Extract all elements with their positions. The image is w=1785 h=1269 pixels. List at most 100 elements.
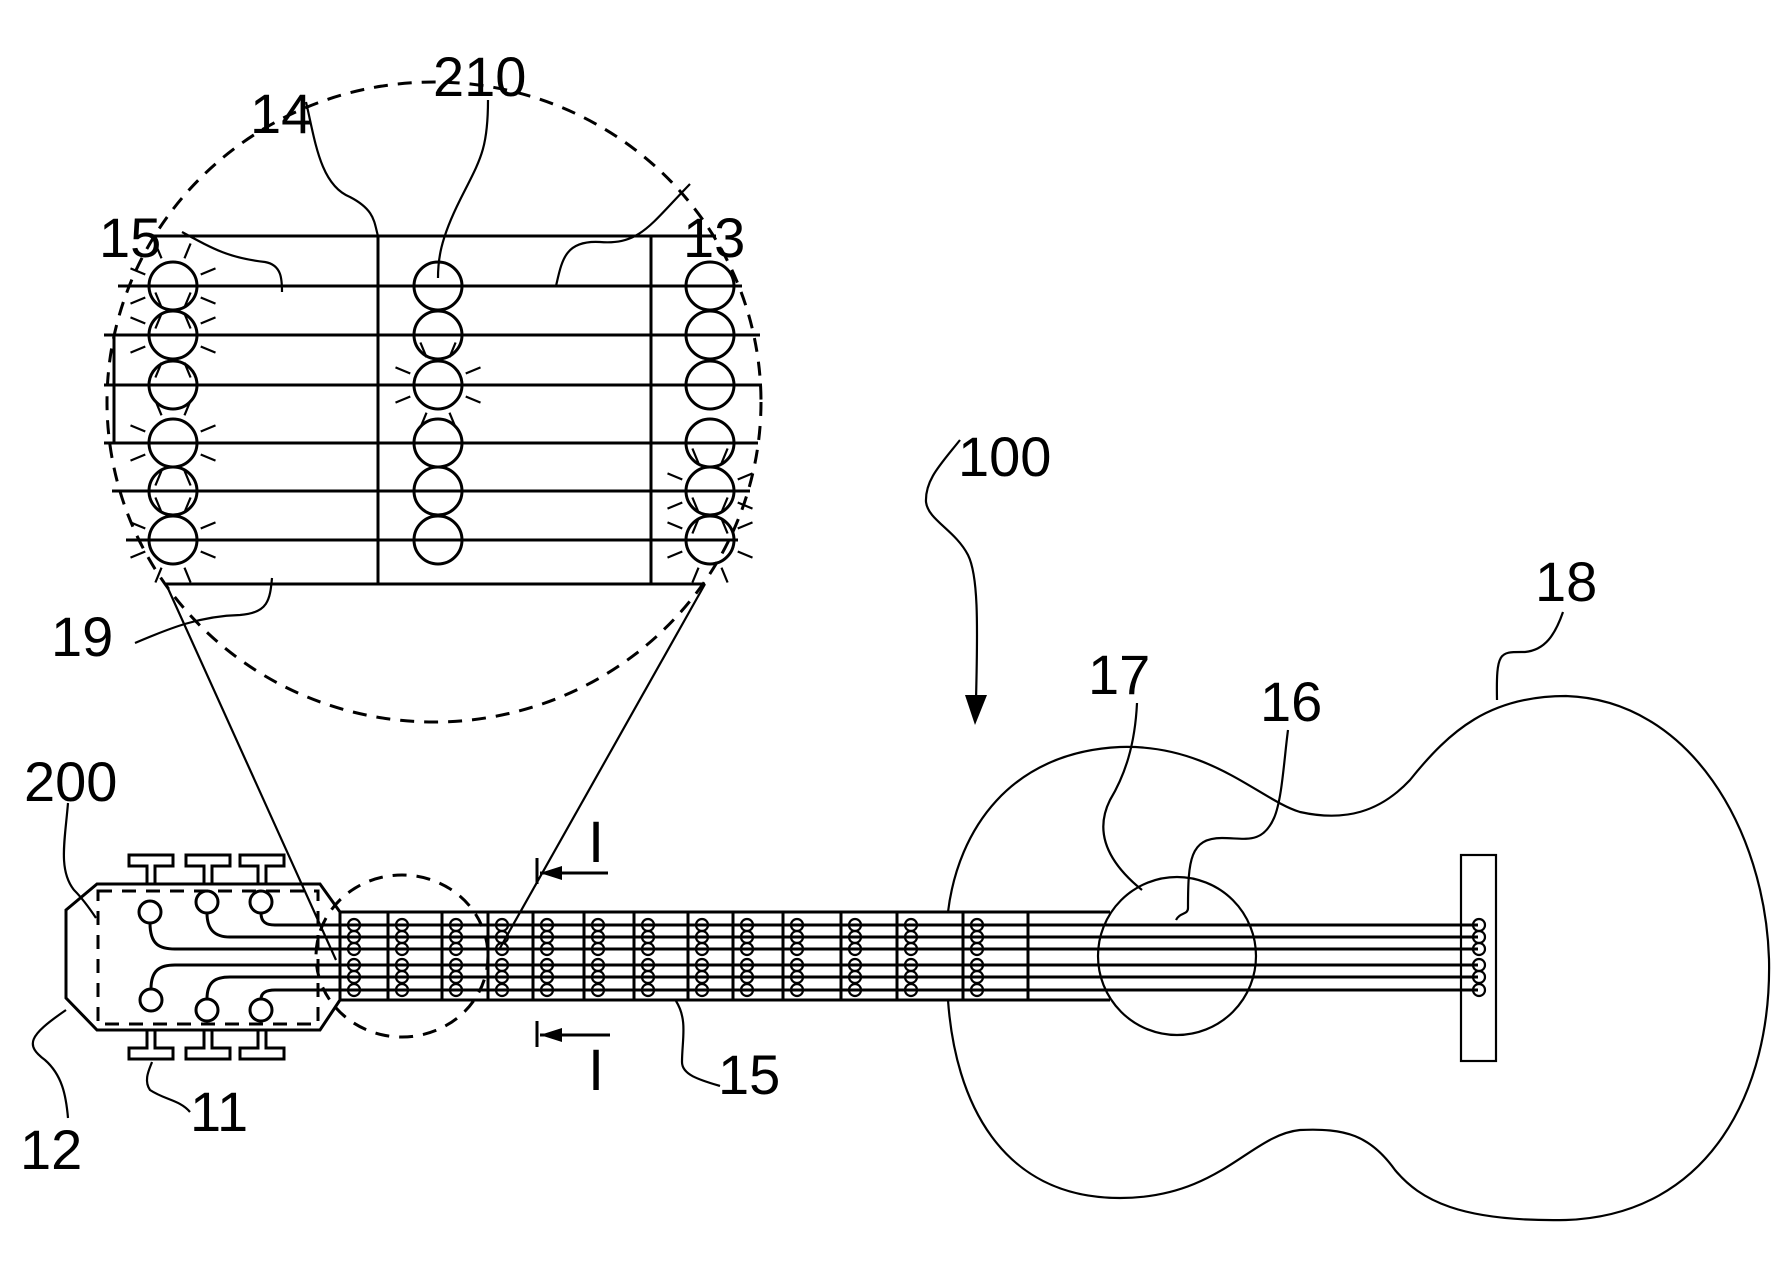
tuning-peg-top — [127, 853, 175, 884]
neck-led — [789, 982, 805, 998]
leader-15-top — [181, 231, 284, 293]
string-post — [248, 997, 274, 1023]
leader-16 — [1175, 729, 1290, 921]
bridge-pin — [1471, 941, 1487, 957]
led-unlit — [412, 309, 464, 361]
leader-200 — [62, 802, 97, 919]
led-glow-ray — [720, 567, 729, 583]
magnified-boundary-dashed — [105, 80, 763, 724]
neck — [314, 873, 1478, 1039]
neck-led — [640, 982, 656, 998]
neck-led — [694, 982, 710, 998]
neck-led — [969, 941, 985, 957]
label-16: 16 — [1260, 670, 1322, 733]
label-14: 14 — [250, 82, 312, 145]
led-glow-ray — [691, 448, 700, 464]
neck-led — [640, 941, 656, 957]
label-13: 13 — [683, 206, 745, 269]
led-glow-ray — [395, 395, 411, 404]
led-glow-ray — [667, 521, 683, 530]
neck-led — [394, 941, 410, 957]
led-module-dashed-outline — [96, 889, 320, 1026]
leader-18 — [1495, 611, 1565, 701]
label-18: 18 — [1535, 550, 1597, 613]
led-glow-ray — [130, 296, 146, 305]
led-glow-ray — [395, 366, 411, 375]
led-glow-ray — [200, 296, 216, 305]
neck-led — [847, 982, 863, 998]
section-label-top: I — [588, 810, 604, 875]
bridge-pin — [1471, 982, 1487, 998]
led-unlit — [412, 514, 464, 566]
section-marker-I-I: I I — [535, 810, 610, 1103]
magnified-strings — [104, 284, 762, 542]
led-glow-ray — [154, 400, 163, 416]
led-glow-ray — [130, 424, 146, 433]
section-arrow-top-head — [540, 866, 562, 880]
led-glow-ray — [154, 243, 163, 259]
led-glow-ray — [691, 567, 700, 583]
led-glow-ray — [465, 395, 481, 404]
led-glow-ray — [667, 472, 683, 481]
leader-100-arrowhead — [965, 695, 987, 725]
neck-led — [739, 941, 755, 957]
led-glow-ray — [130, 345, 146, 354]
label-200: 200 — [24, 750, 117, 813]
led-unlit — [684, 359, 736, 411]
headstock-string — [259, 988, 340, 1000]
neck-led — [739, 982, 755, 998]
neck-led — [448, 982, 464, 998]
label-100: 100 — [958, 425, 1051, 488]
string-post — [248, 889, 274, 915]
headstock — [64, 853, 342, 1061]
neck-led — [494, 982, 510, 998]
led-glow-ray — [720, 448, 729, 464]
neck-led — [590, 941, 606, 957]
projection-line-left — [164, 583, 338, 961]
neck-led — [394, 982, 410, 998]
led-glow-ray — [183, 243, 192, 259]
projection-line-right — [499, 583, 706, 949]
led-glow-ray — [183, 470, 192, 486]
headstock-string — [205, 975, 340, 1000]
led-glow-ray — [737, 501, 753, 510]
string-post — [137, 899, 163, 925]
neck-led — [590, 982, 606, 998]
led-glow-ray — [183, 497, 192, 513]
led-lit — [147, 309, 199, 361]
label-17: 17 — [1088, 643, 1150, 706]
magnified-leds — [130, 243, 753, 583]
led-glow-ray — [737, 550, 753, 559]
leader-100 — [924, 439, 979, 701]
led-lit — [684, 514, 736, 566]
string-post — [138, 987, 164, 1013]
tuning-peg-bottom — [238, 1030, 286, 1061]
led-lit — [147, 514, 199, 566]
led-glow-ray — [720, 497, 729, 513]
headstock-string — [149, 963, 340, 990]
leader-19 — [134, 577, 274, 645]
led-glow-ray — [465, 366, 481, 375]
headstock-string-paths — [148, 912, 340, 1000]
led-glow-ray — [737, 472, 753, 481]
led-glow-ray — [691, 497, 700, 513]
headstock-outline — [64, 882, 342, 1032]
neck-led — [494, 941, 510, 957]
guitar-body — [946, 694, 1771, 1222]
reference-labels: 210 14 15 13 19 200 11 12 15 100 17 16 1… — [20, 45, 1597, 1181]
tuning-pegs — [127, 853, 286, 1061]
neck-frets — [338, 912, 1030, 1000]
neck-led — [789, 941, 805, 957]
neck-led — [346, 941, 362, 957]
led-glow-ray — [130, 453, 146, 462]
tuning-peg-top — [184, 853, 232, 884]
led-glow-ray — [200, 453, 216, 462]
label-15-top: 15 — [99, 206, 161, 269]
led-glow-ray — [183, 567, 192, 583]
string-post — [194, 997, 220, 1023]
leader-14 — [304, 101, 380, 237]
headstock-string — [148, 922, 340, 951]
led-glow-ray — [200, 521, 216, 530]
led-glow-ray — [130, 267, 146, 276]
led-glow-ray — [200, 345, 216, 354]
